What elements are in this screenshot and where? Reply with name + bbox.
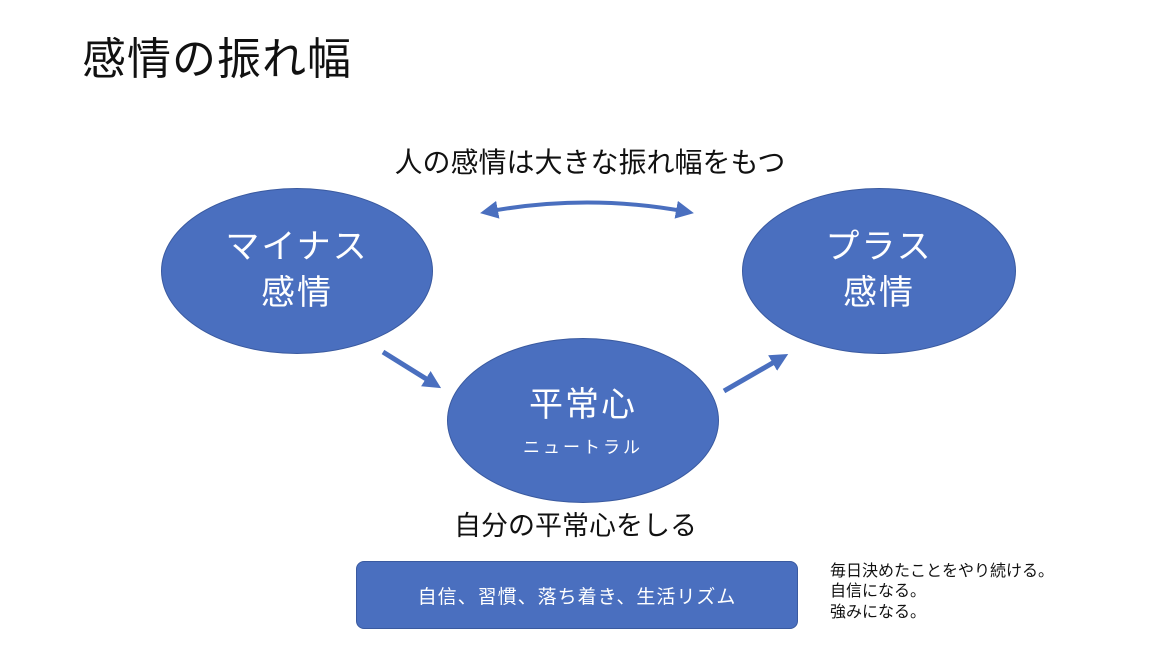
arrow-minus-to-neutral (381, 349, 442, 389)
slide-title: 感情の振れ幅 (82, 34, 352, 85)
minus-emotion-line2: 感情 (261, 273, 333, 313)
side-note-line: 強みになる。 (830, 601, 927, 621)
side-note-line: 毎日決めたことをやり続ける。 (830, 561, 1055, 580)
top-caption: 人の感情は大きな振れ幅をもつ (394, 146, 786, 179)
plus-emotion-line2: 感情 (843, 273, 915, 313)
keywords-box: 自信、習慣、落ち着き、生活リズム (356, 561, 798, 629)
side-note: 毎日決めたことをやり続ける。 自信になる。 強みになる。 (830, 561, 1054, 622)
minus-emotion-line1: マイナス (225, 227, 369, 268)
plus-emotion-line1: プラス (825, 227, 933, 268)
bottom-caption: 自分の平常心をしる (454, 511, 697, 542)
plus-emotion-ellipse: プラス 感情 (742, 188, 1016, 354)
arrow-neutral-to-plus (722, 354, 789, 394)
double-arrow-swing (480, 200, 694, 219)
neutral-mind-label: 平常心 (529, 385, 637, 426)
neutral-mind-ellipse: 平常心 ニュートラル (447, 338, 719, 503)
side-note-line: 自信になる。 (830, 581, 927, 601)
minus-emotion-ellipse: マイナス 感情 (161, 188, 433, 354)
neutral-mind-sublabel: ニュートラル (523, 437, 643, 458)
